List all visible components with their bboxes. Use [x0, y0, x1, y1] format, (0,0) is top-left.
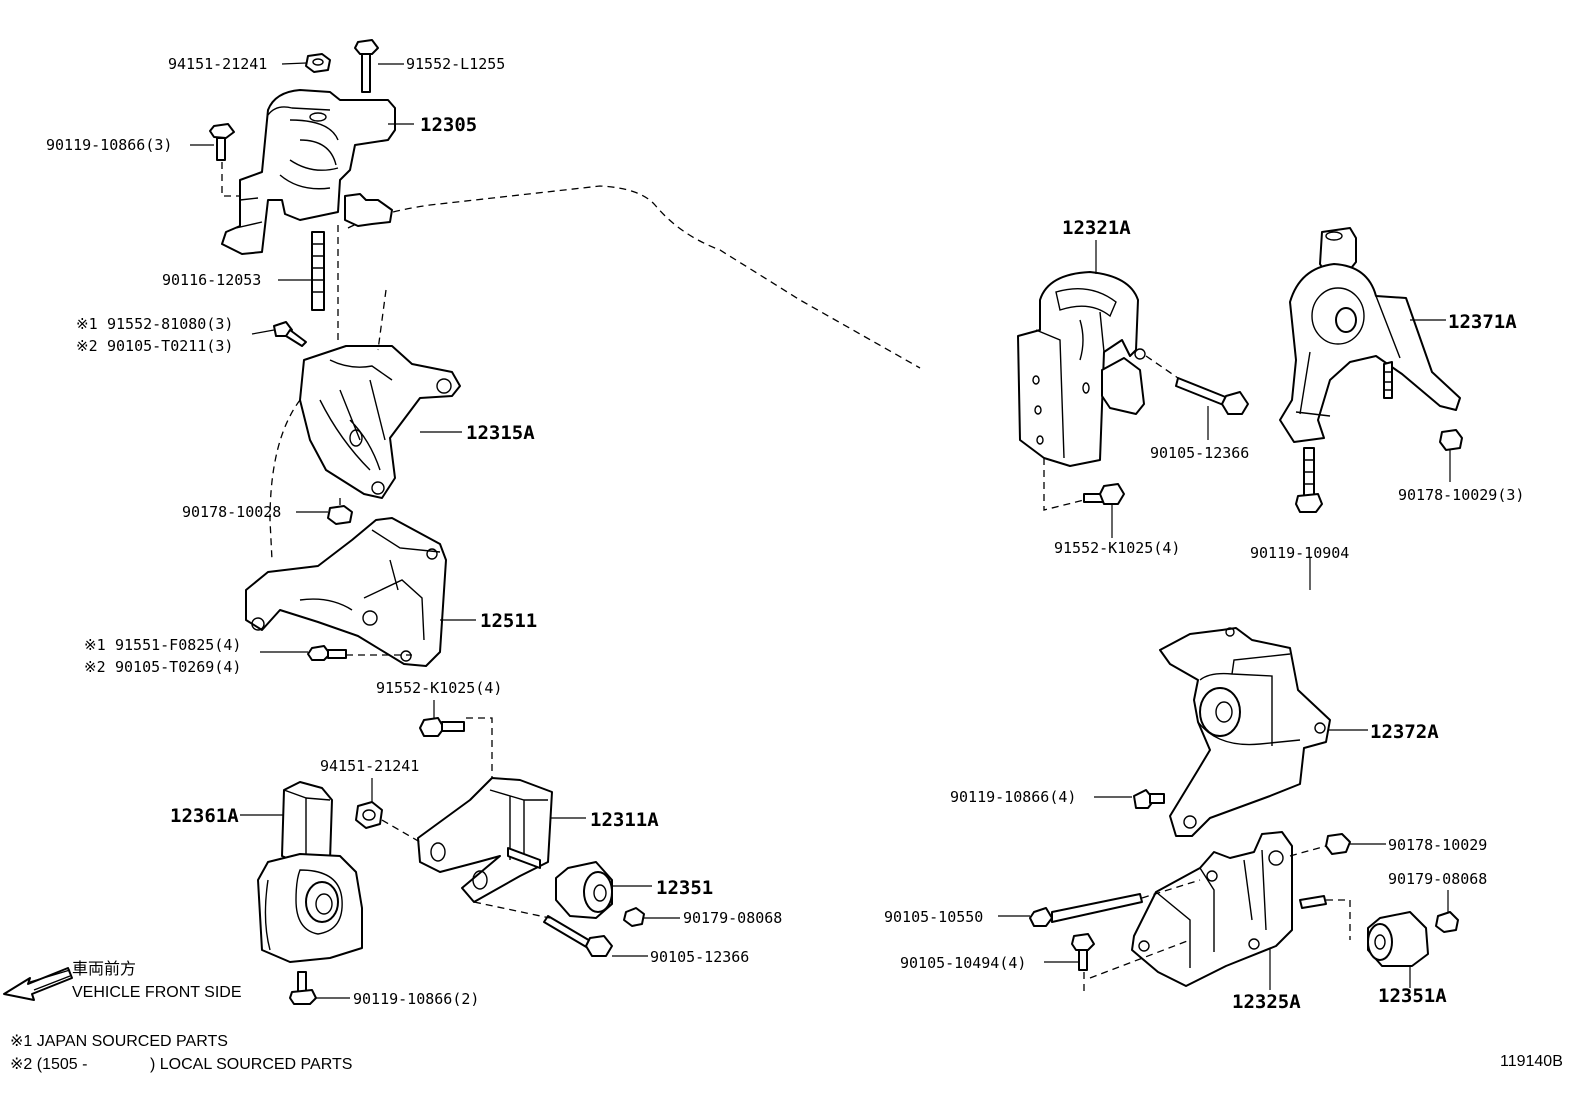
direction-label-en: VEHICLE FRONT SIDE — [72, 984, 242, 1001]
legend-line-2-suffix: ) LOCAL SOURCED PARTS — [150, 1056, 352, 1073]
callout-12351: 12351 — [656, 877, 713, 899]
part-12305-tab — [344, 193, 393, 227]
callout-90105-T0211-3: 90105-T0211(3) — [107, 337, 233, 355]
part-12321A-engine-mount — [1017, 271, 1146, 467]
nut-90178-10029-icon — [1325, 833, 1351, 855]
callout-90105-10550: 90105-10550 — [884, 908, 983, 926]
callout-12305: 12305 — [420, 114, 477, 136]
callout-90105-10494-4: 90105-10494(4) — [900, 954, 1026, 972]
part-12305-engine-mount — [221, 89, 396, 255]
bolt-90119-10866-icon — [209, 123, 235, 161]
stud-90119-10904-icon — [1295, 447, 1323, 513]
part-12351A-bushing — [1367, 911, 1429, 967]
callout-90178-10028: 90178-10028 — [182, 503, 281, 521]
callout-12315A: 12315A — [466, 422, 535, 444]
callout-91552-L1255: 91552-L1255 — [406, 55, 505, 73]
callout-12361A: 12361A — [170, 805, 239, 827]
vehicle-front-arrow-icon — [3, 967, 73, 1001]
callout-mark1-b: ※1 — [84, 636, 106, 654]
callout-90119-10866-4: 90119-10866(4) — [950, 788, 1076, 806]
callout-12371A: 12371A — [1448, 311, 1517, 333]
bolt-91552-81080-icon — [273, 321, 307, 347]
callout-90105-T0269-4: 90105-T0269(4) — [115, 658, 241, 676]
callout-mark1-a: ※1 — [76, 315, 98, 333]
callout-12372A: 12372A — [1370, 721, 1439, 743]
callout-90116-12053: 90116-12053 — [162, 271, 261, 289]
callout-91552-K1025-4-right: 91552-K1025(4) — [1054, 539, 1180, 557]
figure-id: 119140B — [1500, 1053, 1563, 1070]
bolt-90119-10866-4-icon — [1133, 789, 1165, 809]
engine-centerline — [347, 185, 921, 369]
callout-mark2-a: ※2 — [76, 337, 98, 355]
callout-12511: 12511 — [480, 610, 537, 632]
callout-12321A: 12321A — [1062, 217, 1131, 239]
nut-94151-21241-mid-icon — [355, 801, 383, 829]
callout-94151-21241-top: 94151-21241 — [168, 55, 267, 73]
nut-90179-08068-right-icon — [1435, 911, 1459, 933]
bolt-90105-12366-left-icon — [543, 915, 613, 957]
callout-90105-12366-left: 90105-12366 — [650, 948, 749, 966]
part-12372A-engine-mount — [1159, 627, 1331, 837]
bolt-91551-F0825-icon — [307, 645, 347, 661]
part-12351-bushing — [555, 861, 613, 919]
nut-94151-21241-icon — [305, 53, 331, 73]
callout-90179-08068-left: 90179-08068 — [683, 909, 782, 927]
bolt-90105-10550-icon — [1029, 893, 1143, 927]
bolt-91552-K1025-left-icon — [419, 717, 465, 737]
callout-91552-81080-3: 91552-81080(3) — [107, 315, 233, 333]
nut-90178-10028-icon — [327, 505, 353, 525]
part-12511-bracket — [245, 517, 447, 667]
nut-90178-10029-3-icon — [1439, 429, 1463, 451]
legend-line-2-prefix: ※2 (1505 - — [10, 1056, 87, 1073]
callout-90119-10866-3: 90119-10866(3) — [46, 136, 172, 154]
callout-12325A: 12325A — [1232, 991, 1301, 1013]
callout-90105-12366-right: 90105-12366 — [1150, 444, 1249, 462]
callout-90179-08068-right: 90179-08068 — [1388, 870, 1487, 888]
legend-line-1: ※1 JAPAN SOURCED PARTS — [10, 1033, 228, 1050]
callout-91552-K1025-4-left: 91552-K1025(4) — [376, 679, 502, 697]
callout-mark2-b: ※2 — [84, 658, 106, 676]
part-12315A-bracket — [299, 345, 461, 499]
bolt-91552-L1255-icon — [354, 39, 379, 93]
bolt-90119-10866-2-icon — [289, 971, 317, 1005]
part-12325A-bracket — [1131, 831, 1293, 987]
stud-90116-12053-icon — [311, 231, 325, 311]
callout-12311A: 12311A — [590, 809, 659, 831]
callout-90119-10866-2: 90119-10866(2) — [353, 990, 479, 1008]
part-12361A-engine-mount — [257, 781, 363, 963]
part-12311A-bracket — [417, 777, 553, 903]
callout-90178-10029-3: 90178-10029(3) — [1398, 486, 1524, 504]
direction-label-jp: 車両前方 — [72, 960, 136, 978]
stud-12325A-icon — [1299, 895, 1327, 909]
part-12371A-engine-mount — [1279, 227, 1461, 443]
callout-91551-F0825-4: 91551-F0825(4) — [115, 636, 241, 654]
bolt-91552-K1025-right-icon — [1083, 483, 1125, 505]
callout-90178-10029: 90178-10029 — [1388, 836, 1487, 854]
bolt-90105-10494-icon — [1071, 933, 1095, 971]
callout-94151-21241-mid: 94151-21241 — [320, 757, 419, 775]
bolt-90105-12366-right-icon — [1175, 377, 1249, 415]
callout-12351A: 12351A — [1378, 985, 1447, 1007]
nut-90179-08068-left-icon — [623, 907, 645, 927]
callout-90119-10904: 90119-10904 — [1250, 544, 1349, 562]
